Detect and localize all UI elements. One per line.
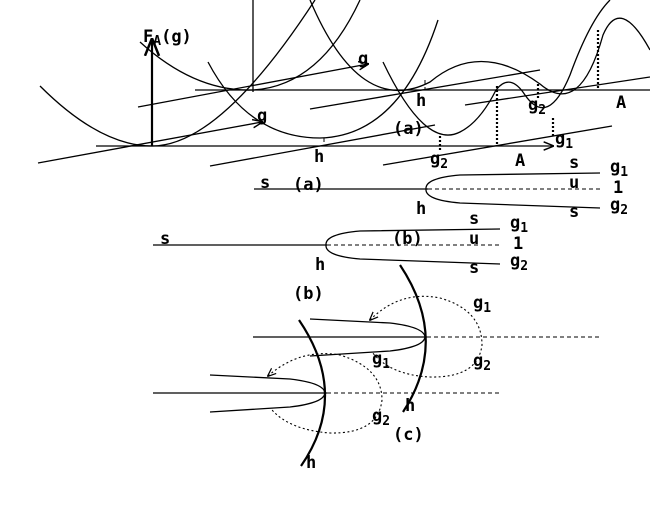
b-bif-s-upper: s bbox=[469, 209, 479, 229]
c-g1-mid: g1 bbox=[372, 349, 390, 372]
h-label-front: h bbox=[314, 147, 324, 167]
panel-a-3d-plot: FA(g) g g h h g2 A (a) g1 g2 A bbox=[37, 0, 650, 172]
g-axis-front bbox=[37, 122, 262, 164]
panel-a-bifurcation: s (a) h s u s g1 1 g2 bbox=[254, 153, 628, 222]
curve-front-parabola bbox=[39, 0, 316, 147]
g2-label-back: g2 bbox=[528, 95, 546, 118]
c-h-right: h bbox=[405, 396, 415, 416]
branch-a-parabola bbox=[425, 172, 601, 209]
panel-c-diagram: g1 g1 g2 h g2 (c) h bbox=[153, 264, 600, 473]
c-upper-dotted-circle bbox=[370, 295, 483, 378]
panel-c-caption: (c) bbox=[393, 425, 424, 445]
curve-mid-well bbox=[207, 19, 439, 139]
b-bif-u: u bbox=[469, 229, 479, 249]
c-g2-right: g2 bbox=[473, 351, 491, 374]
panel-a-3d-caption: (a) bbox=[393, 119, 424, 139]
c-g2-low: g2 bbox=[372, 406, 390, 429]
c-h-left: h bbox=[306, 453, 316, 473]
g-label-back: g bbox=[358, 49, 368, 69]
g-axis-mid bbox=[137, 64, 368, 108]
fa-axis-label: FA(g) bbox=[143, 27, 192, 49]
c-lower-h-curve bbox=[298, 319, 327, 467]
a-label-back: A bbox=[616, 93, 626, 113]
g1-label-front: g1 bbox=[555, 129, 573, 152]
curve-front-double-well bbox=[382, 0, 611, 136]
a-label-front: A bbox=[515, 151, 525, 171]
a-bif-h: h bbox=[416, 199, 426, 219]
h-label-back: h bbox=[416, 91, 426, 111]
a-bif-one: 1 bbox=[613, 178, 623, 198]
c-lower-dotted-circle bbox=[268, 353, 383, 434]
a-bif-u: u bbox=[569, 173, 579, 193]
b-bif-g1: g1 bbox=[510, 213, 528, 236]
a-bif-g1: g1 bbox=[610, 157, 628, 180]
g2-label-front: g2 bbox=[430, 149, 448, 172]
curve-back-double-well bbox=[309, 0, 650, 95]
g-label-front: g bbox=[257, 106, 267, 126]
b-bif-s-left: s bbox=[160, 229, 170, 249]
b-bif-caption: (b) bbox=[392, 229, 423, 249]
b-bif-g2: g2 bbox=[510, 251, 528, 274]
a-bif-s-upper: s bbox=[569, 153, 579, 173]
g-axis-right bbox=[464, 76, 650, 106]
branch-b-parabola bbox=[325, 228, 501, 265]
curve-back-parabola bbox=[139, 0, 361, 91]
b-bif-h: h bbox=[315, 255, 325, 275]
c-g1-right: g1 bbox=[473, 293, 491, 316]
a-bif-caption: (a) bbox=[293, 175, 324, 195]
a-bif-s-lower: s bbox=[569, 202, 579, 222]
b-bif-one: 1 bbox=[513, 234, 523, 254]
c-upper-h-curve bbox=[399, 264, 427, 413]
panel-b-bifurcation: s (b) h s u s g1 1 g2 bbox=[153, 209, 528, 278]
b-bif-s-lower: s bbox=[469, 258, 479, 278]
panel-b-caption: (b) bbox=[293, 284, 324, 304]
a-bif-g2: g2 bbox=[610, 195, 628, 218]
a-bif-s-left: s bbox=[260, 173, 270, 193]
